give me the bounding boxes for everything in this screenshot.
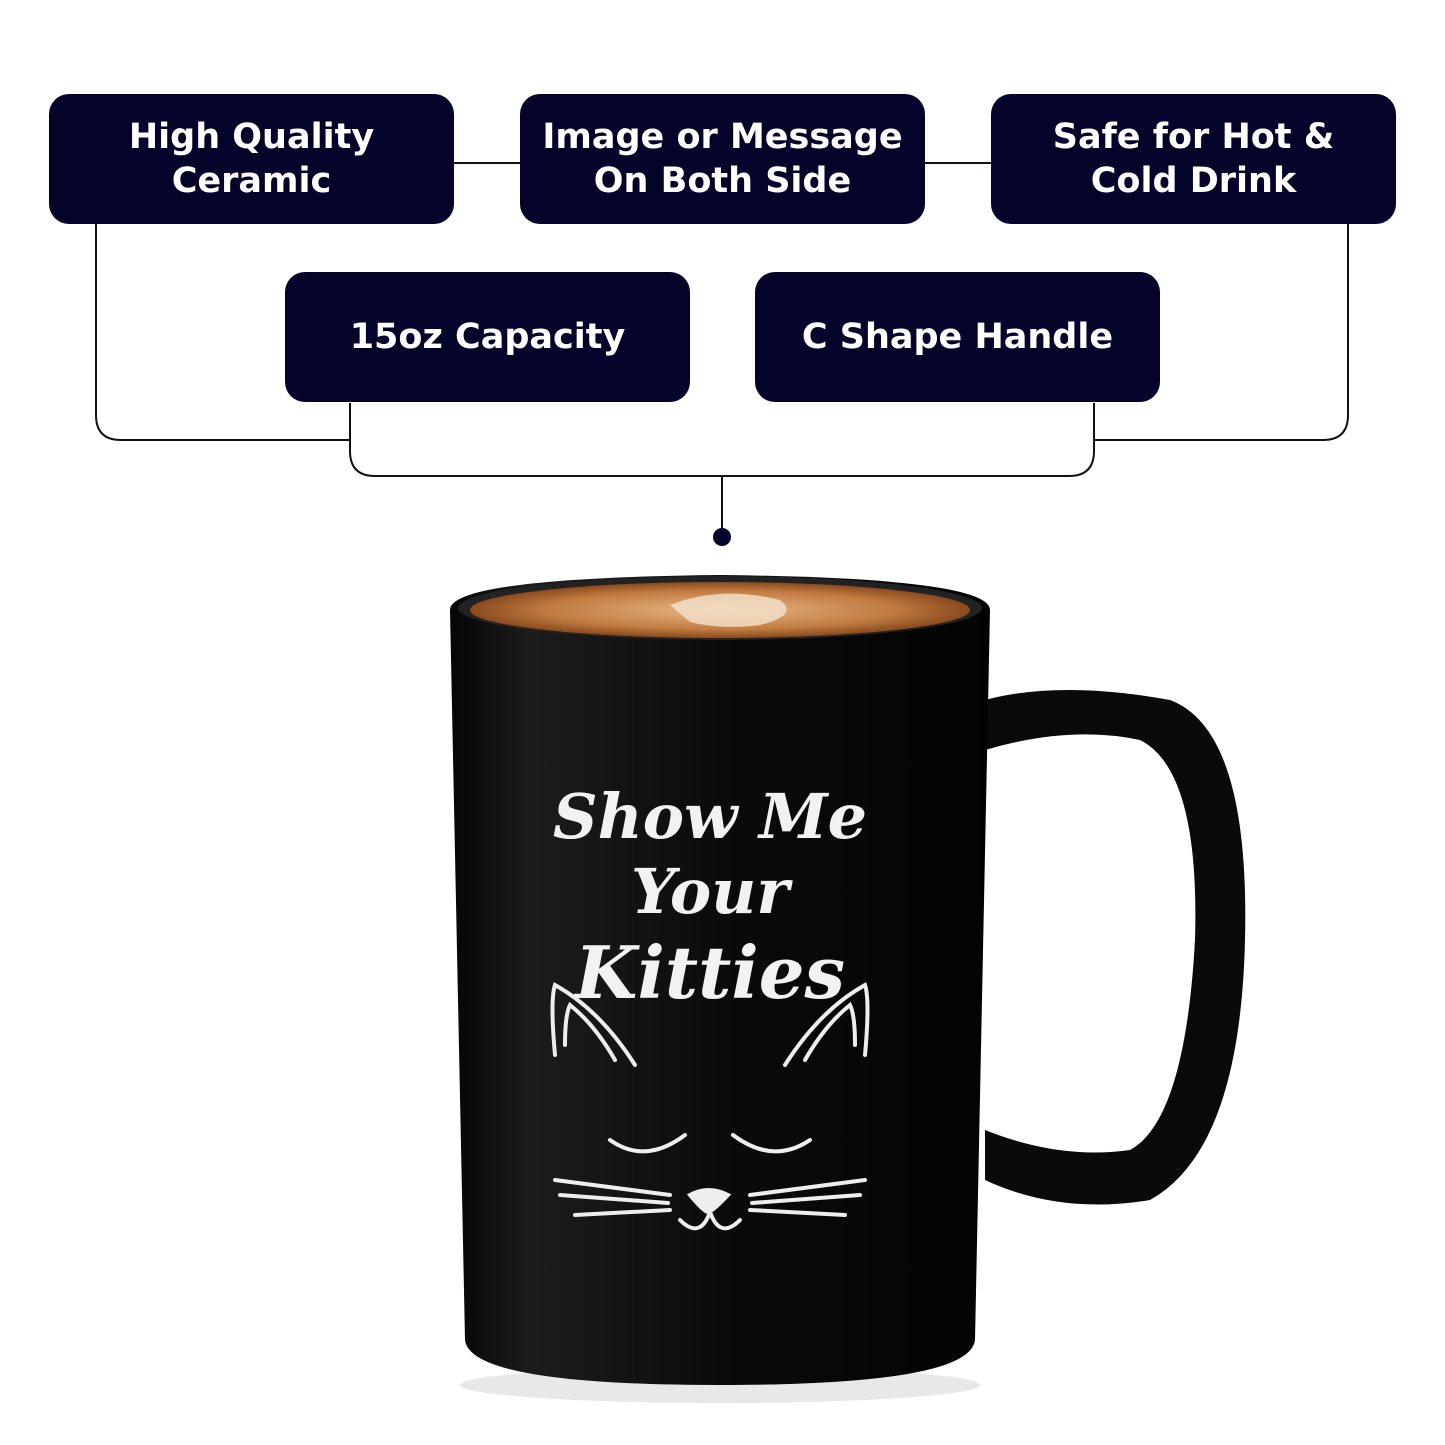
feature-hot-cold: Safe for Hot & Cold Drink xyxy=(991,94,1396,224)
feature-image-both-side: Image or Message On Both Side xyxy=(520,94,925,224)
mug-text-line1: Show Me xyxy=(553,780,867,853)
feature-handle: C Shape Handle xyxy=(755,272,1160,402)
mug-text-line2: Your xyxy=(631,855,793,928)
feature-capacity: 15oz Capacity xyxy=(285,272,690,402)
mug-handle xyxy=(985,690,1246,1205)
feature-label: 15oz Capacity xyxy=(349,317,626,357)
feature-label: C Shape Handle xyxy=(801,317,1114,357)
connector-dot xyxy=(713,528,731,546)
cat-face-icon xyxy=(550,982,870,1231)
mug-text-line3: Kitties xyxy=(573,930,845,1015)
feature-label: High Quality Ceramic xyxy=(128,117,375,201)
feature-high-quality-ceramic: High Quality Ceramic xyxy=(49,94,454,224)
feature-label: Image or Message On Both Side xyxy=(542,117,903,201)
feature-label: Safe for Hot & Cold Drink xyxy=(1052,117,1335,201)
